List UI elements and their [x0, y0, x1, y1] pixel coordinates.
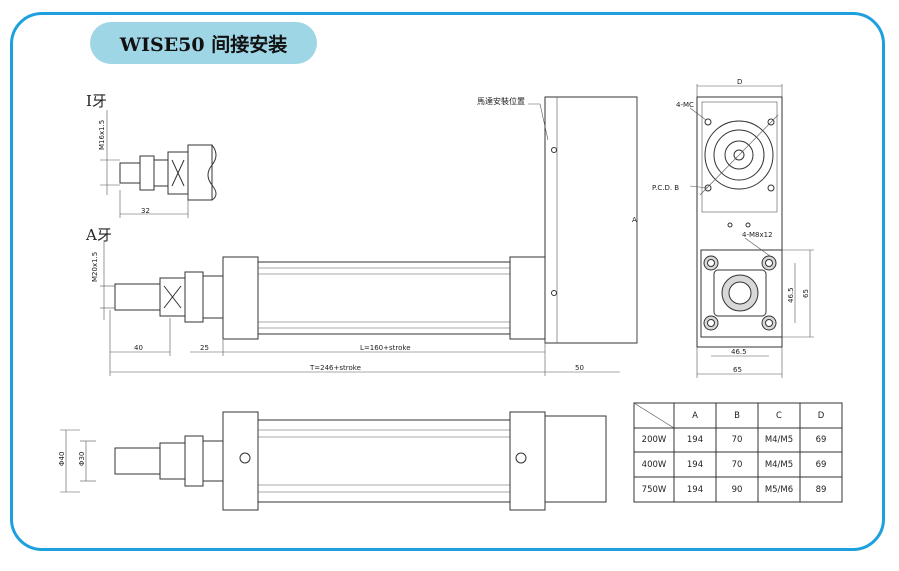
- dim-4mc: 4-MC: [676, 101, 694, 109]
- dim-d: D: [737, 78, 742, 86]
- i-thread-spec: M16x1.5: [98, 120, 106, 150]
- table-cell: M4/M5: [765, 435, 793, 445]
- a-thread-label: A牙: [85, 226, 112, 244]
- table-cell: 69: [816, 435, 827, 445]
- dim-4m8: 4-M8x12: [742, 231, 773, 239]
- dim-phi30: Φ30: [78, 452, 86, 466]
- dim-25: 25: [200, 344, 209, 352]
- a-thread-spec: M20x1.5: [91, 252, 99, 282]
- table-cell: 89: [816, 485, 827, 495]
- side-view-dimensions: [109, 97, 638, 376]
- table-cell: 194: [687, 460, 703, 470]
- table-cell: 194: [687, 435, 703, 445]
- table-cell: 69: [816, 460, 827, 470]
- dim-46-5-horizontal: 46.5: [731, 348, 747, 356]
- actuator-side-view: [100, 96, 638, 344]
- dim-40: 40: [134, 344, 143, 352]
- sensor-position-label: 馬達安裝位置: [477, 96, 525, 106]
- table-cell: 194: [687, 485, 703, 495]
- table-cell: 750W: [642, 485, 667, 495]
- actuator-top-view: [60, 411, 607, 511]
- i-thread-label: I牙: [86, 92, 107, 110]
- table-cell: 70: [732, 460, 743, 470]
- table-cell: 90: [732, 485, 743, 495]
- table-header-cell: C: [776, 411, 782, 421]
- table-cell: M5/M6: [765, 485, 793, 495]
- table-header-cell: D: [818, 411, 825, 421]
- dim-65-horizontal: 65: [733, 366, 742, 374]
- dim-pcd: P.C.D. B: [652, 184, 679, 192]
- dim-length-t: T=246+stroke: [309, 364, 361, 372]
- dim-46-5-vertical: 46.5: [787, 287, 795, 303]
- dim-a: A: [632, 216, 637, 224]
- table-cell: 200W: [642, 435, 667, 445]
- spec-table-grid: [633, 402, 843, 503]
- i-thread-length: 32: [141, 207, 150, 215]
- table-header-cell: A: [692, 411, 698, 421]
- table-cell: 400W: [642, 460, 667, 470]
- i-thread-rod: [100, 110, 217, 218]
- table-header-cell: B: [734, 411, 740, 421]
- outer-frame: [10, 12, 885, 551]
- dim-50: 50: [575, 364, 584, 372]
- table-cell: M4/M5: [765, 460, 793, 470]
- table-cell: 70: [732, 435, 743, 445]
- dim-65-vertical: 65: [802, 289, 810, 298]
- dim-length-l: L=160+stroke: [360, 344, 411, 352]
- page-title: WISE50 间接安装: [90, 22, 317, 64]
- dim-phi40: Φ40: [58, 452, 66, 466]
- actuator-end-view: [689, 84, 814, 378]
